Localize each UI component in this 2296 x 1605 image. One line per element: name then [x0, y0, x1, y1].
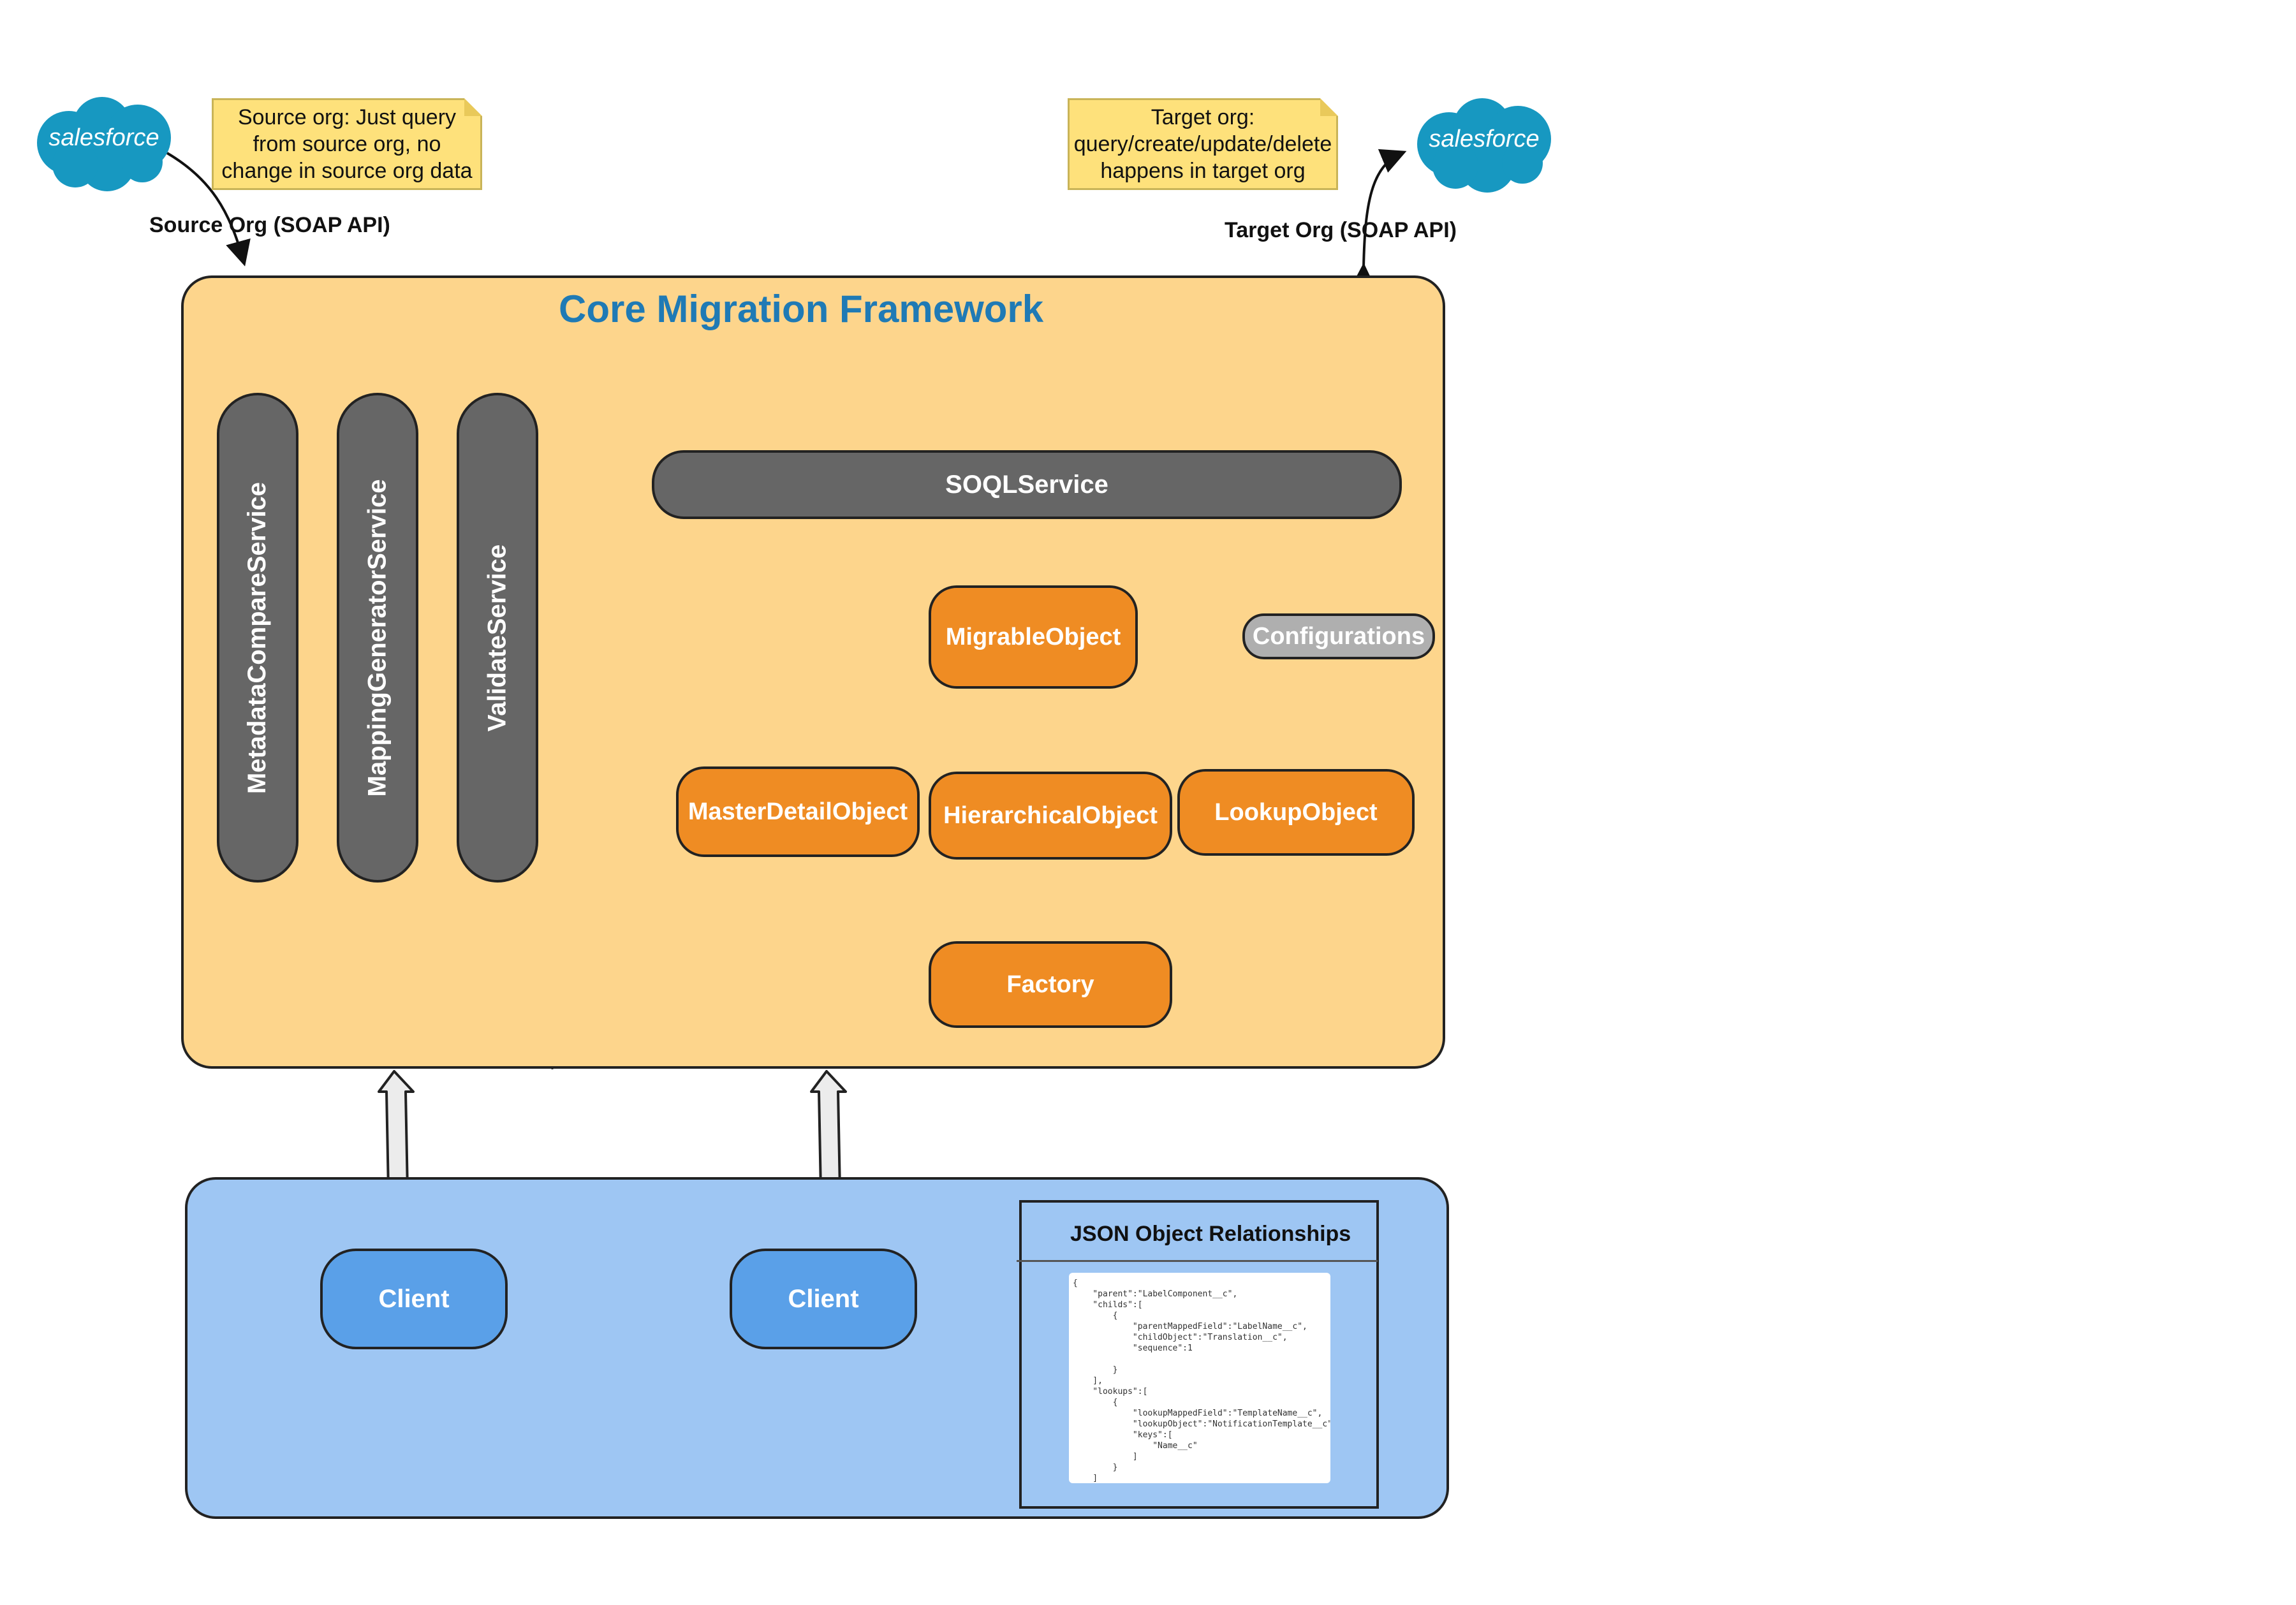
- json-code-line: "sequence":1: [1073, 1344, 1193, 1353]
- target-org-label: Target Org (SOAP API): [1225, 218, 1457, 242]
- configurations: Configurations: [1242, 613, 1435, 659]
- client-2: Client: [730, 1249, 917, 1349]
- factory: Factory: [929, 941, 1172, 1028]
- mapping-generator-service: MappingGeneratorService: [337, 393, 418, 883]
- json-code-line: "Name__c": [1073, 1441, 1198, 1451]
- json-title: JSON Object Relationships: [1070, 1222, 1351, 1246]
- json-code-line: "lookupMappedField":"TemplateName__c",: [1073, 1409, 1323, 1418]
- metadata-compare-service: MetadataCompareService: [217, 393, 298, 883]
- source-note: Source org: Just query from source org, …: [212, 98, 482, 190]
- json-code-line: "parent":"LabelComponent__c",: [1073, 1289, 1238, 1299]
- svg-text:salesforce: salesforce: [1429, 126, 1539, 152]
- json-code-line: "childs":[: [1073, 1300, 1143, 1310]
- json-code-line: }: [1073, 1463, 1118, 1472]
- json-code-line: ]: [1073, 1474, 1098, 1483]
- json-code-line: {: [1073, 1398, 1118, 1407]
- validate-service: ValidateService: [457, 393, 538, 883]
- json-code-line: [1073, 1354, 1327, 1365]
- target-connector: [1350, 149, 1407, 289]
- target-note: Target org: query/create/update/delete h…: [1068, 98, 1338, 190]
- json-code-line: "lookupObject":"NotificationTemplate__c"…: [1073, 1419, 1330, 1429]
- json-code-line: ]: [1073, 1452, 1138, 1462]
- master-detail-object: MasterDetailObject: [676, 766, 920, 857]
- json-code-line: {: [1073, 1311, 1118, 1321]
- salesforce-logo-text: salesforce: [48, 124, 159, 151]
- salesforce-logo-target: salesforce: [1417, 98, 1551, 193]
- client-1: Client: [320, 1249, 508, 1349]
- json-code-line: ],: [1073, 1376, 1103, 1386]
- json-code-line: "keys":[: [1073, 1430, 1173, 1440]
- lookup-object: LookupObject: [1177, 769, 1415, 856]
- source-connector: [166, 152, 251, 267]
- json-relationships-box: [1019, 1200, 1379, 1509]
- hierarchical-object: HierarchicalObject: [929, 772, 1172, 860]
- json-code: { "parent":"LabelComponent__c", "childs"…: [1069, 1273, 1330, 1483]
- json-code-panel: { "parent":"LabelComponent__c", "childs"…: [1069, 1273, 1330, 1483]
- json-code-line: "childObject":"Translation__c",: [1073, 1333, 1288, 1342]
- source-org-label: Source Org (SOAP API): [149, 213, 390, 237]
- json-code-line: "parentMappedField":"LabelName__c",: [1073, 1322, 1307, 1331]
- migrable-object: MigrableObject: [929, 585, 1138, 689]
- json-code-line: "lookups":[: [1073, 1387, 1148, 1396]
- json-code-line: {: [1073, 1279, 1078, 1288]
- framework-title: Core Migration Framework: [559, 288, 1044, 330]
- json-title-rule: [1017, 1260, 1378, 1262]
- soql-service: SOQLService: [652, 450, 1402, 519]
- salesforce-logo-source: salesforce: [37, 97, 171, 191]
- json-code-line: }: [1073, 1365, 1118, 1375]
